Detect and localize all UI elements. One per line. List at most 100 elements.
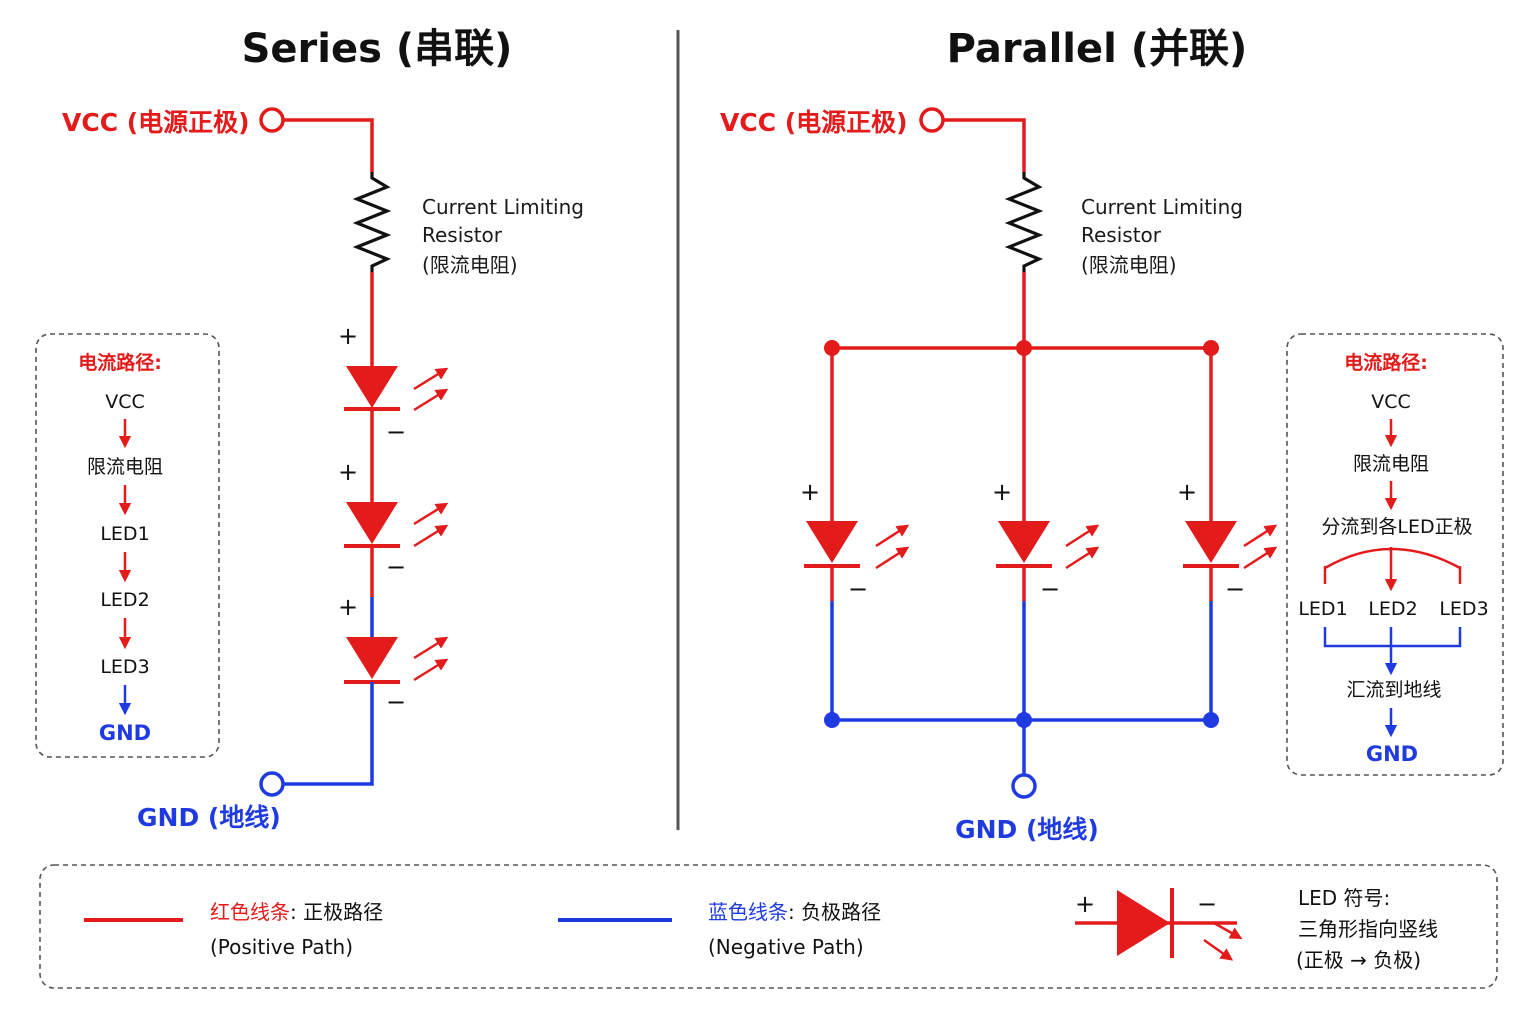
legend-red-text: 红色线条: 正极路径 [210,900,383,924]
parallel-flow-led: LED2 [1368,598,1417,620]
parallel-led3-light-arrow [1243,524,1278,548]
series-led1-light-arrow [413,367,449,391]
series-led3-minus: − [386,688,406,716]
series-led2-light-arrow [413,524,449,548]
parallel-junction [1203,712,1219,728]
parallel-flow-led: LED1 [1298,598,1347,620]
series-flow-gnd: GND [99,721,151,745]
series-led2-plus: + [338,458,358,486]
parallel-led1-light-arrow [875,546,910,570]
legend-red-title: 红色线条 [210,900,290,924]
parallel-led1-minus: − [848,575,868,603]
legend-blue-en: (Negative Path) [708,935,864,959]
legend-led-desc: 三角形指向竖线 [1298,917,1438,941]
parallel-title: Parallel (并联) [947,26,1248,72]
legend: 红色线条: 正极路径 (Positive Path) 蓝色线条: 负极路径 (N… [39,864,1498,989]
series-wire-gnd [283,682,374,786]
parallel-led1-plus: + [800,478,820,506]
parallel-led3-plus: + [1177,478,1197,506]
series-led1-minus: − [386,418,406,446]
series-led2: + − [338,458,449,581]
parallel-gnd-terminal [1011,773,1037,799]
legend-blue-desc: : 负极路径 [788,900,881,924]
series-resistor-label-1: Current Limiting [422,195,584,219]
parallel-gnd-label: GND (地线) [955,815,1099,844]
legend-blue-title: 蓝色线条 [708,900,788,924]
series-flow-step: LED2 [100,589,149,611]
parallel-led2-triangle [998,521,1050,563]
legend-led-symbol: + − [1075,888,1243,961]
series-led3-plus: + [338,593,358,621]
legend-red-desc: : 正极路径 [290,900,383,924]
parallel-flow-title: 电流路径: [1344,351,1428,374]
legend-led-title: LED 符号: [1298,886,1390,910]
parallel-vcc-terminal [919,107,945,133]
parallel-led2: + − [992,348,1100,720]
series-led1-light-arrow [413,388,449,412]
parallel-resistor-label-3: (限流电阻) [1081,253,1177,277]
parallel-resistor-label-1: Current Limiting [1081,195,1243,219]
parallel-led1-triangle [806,521,858,563]
parallel-flow-gnd: GND [1366,742,1418,766]
series-title: Series (串联) [242,26,513,72]
parallel-flow-split: 分流到各LED正极 [1321,516,1472,538]
series-led1-plus: + [338,322,358,350]
parallel-led2-minus: − [1040,575,1060,603]
legend-frame [39,864,1498,989]
legend-led-triangle [1117,890,1170,956]
legend-led-light-arrow [1213,921,1243,940]
series-gnd-label: GND (地线) [137,803,281,832]
parallel-led3: + − [1177,348,1278,720]
series-led1-triangle [346,366,398,408]
series-led2-triangle [346,502,398,544]
legend-red-en: (Positive Path) [210,935,353,959]
legend-led-direction: (正极 → 负极) [1296,948,1421,972]
parallel-led2-plus: + [992,478,1012,506]
series-vcc-label: VCC (电源正极) [62,108,250,137]
series-led3: + − [338,593,449,716]
parallel-led1: + − [800,348,910,720]
series-led2-light-arrow [413,502,449,526]
parallel-flow-box: 电流路径: VCC 限流电阻 分流到各LED正极 LED1 LED2 LED3 … [1286,333,1504,776]
series-gnd-terminal [259,771,285,797]
legend-blue-text: 蓝色线条: 负极路径 [708,900,881,924]
parallel-led2-light-arrow [1065,546,1100,570]
series-resistor-label-3: (限流电阻) [422,253,518,277]
parallel-led3-triangle [1185,521,1237,563]
legend-led-light-arrow [1203,938,1234,961]
parallel-circuit: VCC (电源正极) Current Limiting Resistor (限流… [720,107,1278,844]
parallel-junction [824,712,840,728]
series-resistor [352,172,392,272]
parallel-flow-merge-label: 汇流到地线 [1346,679,1441,701]
series-wire-vcc [283,118,374,172]
parallel-flow-resistor: 限流电阻 [1353,453,1429,475]
parallel-flow-merge [1323,627,1462,648]
parallel-resistor [1004,172,1044,272]
series-flow-step: 限流电阻 [87,456,163,478]
parallel-led1-light-arrow [875,524,910,548]
series-flow-title: 电流路径: [78,351,162,374]
parallel-vcc-label: VCC (电源正极) [720,108,908,137]
parallel-flow-vcc: VCC [1371,391,1411,413]
parallel-wire-vcc [943,118,1026,172]
series-led2-minus: − [386,553,406,581]
series-led3-light-arrow [413,636,449,660]
series-resistor-label-2: Resistor [422,223,503,247]
parallel-led3-minus: − [1225,575,1245,603]
legend-led-plus: + [1075,890,1095,918]
parallel-led3-light-arrow [1243,546,1278,570]
series-circuit: VCC (电源正极) Current Limiting Resistor (限流… [62,107,584,832]
parallel-resistor-label-2: Resistor [1081,223,1162,247]
series-flow-step: LED3 [100,656,149,678]
legend-led-minus: − [1197,890,1217,918]
series-led3-light-arrow [413,658,449,682]
parallel-flow-led: LED3 [1439,598,1488,620]
series-flow-box: 电流路径: VCC 限流电阻 LED1 LED2 LED3 GND [35,333,220,758]
series-led3-triangle [346,637,398,679]
parallel-led2-light-arrow [1065,524,1100,548]
parallel-flow-split-arc [1324,547,1461,570]
series-led1: + − [338,322,449,446]
series-flow-step: VCC [105,391,145,413]
series-vcc-terminal [259,107,285,133]
